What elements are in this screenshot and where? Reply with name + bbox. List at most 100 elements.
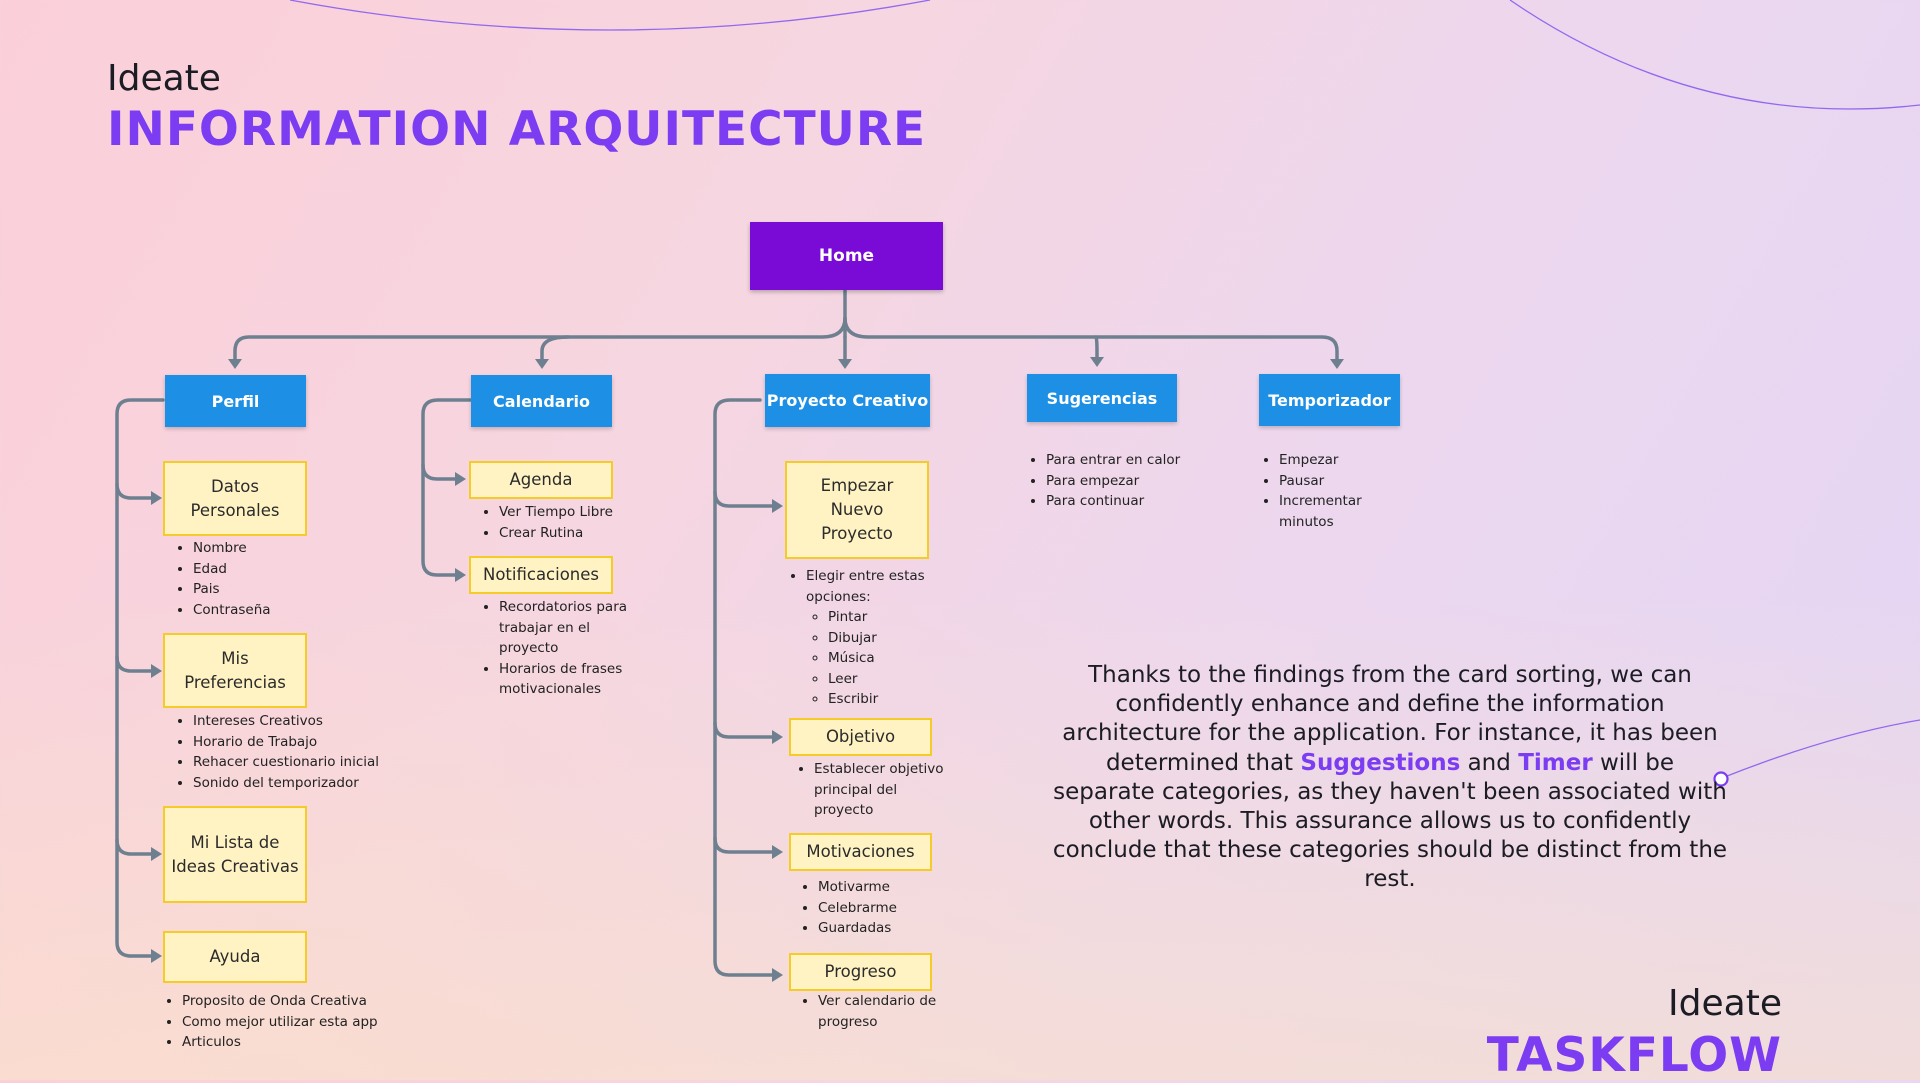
option-item: Escribir xyxy=(828,689,946,710)
list-item: Elegir entre estas opciones: Pintar Dibu… xyxy=(806,566,946,710)
arrowhead xyxy=(838,359,852,369)
link-perfil-datos xyxy=(115,482,154,500)
node-ayuda[interactable]: Ayuda xyxy=(163,931,307,983)
list-item: Motivarme xyxy=(818,877,897,898)
arrowhead xyxy=(151,664,162,678)
arrowhead xyxy=(772,968,783,982)
link-perfil-lista xyxy=(115,838,154,856)
node-objetivo[interactable]: Objetivo xyxy=(789,718,932,756)
arrowhead xyxy=(772,845,783,859)
card-sorting-note: Thanks to the findings from the card sor… xyxy=(1052,661,1728,895)
link-home-temporizador xyxy=(1094,335,1339,362)
list-datos-personales: Nombre Edad Pais Contraseña xyxy=(176,538,271,620)
list-item: Sonido del temporizador xyxy=(193,773,379,794)
node-empezar-nuevo-proyecto[interactable]: Empezar Nuevo Proyecto xyxy=(785,461,929,559)
list-item: Para continuar xyxy=(1046,491,1180,512)
list-item: Establecer objetivo principal del proyec… xyxy=(814,759,949,821)
list-item: Proposito de Onda Creativa xyxy=(182,991,378,1012)
list-mis-preferencias: Intereses Creativos Horario de Trabajo R… xyxy=(176,711,379,793)
link-calendario-rail xyxy=(421,398,472,577)
list-item: Para empezar xyxy=(1046,471,1180,492)
arrowhead xyxy=(535,359,549,369)
arrowhead xyxy=(151,847,162,861)
list-sugerencias: Para entrar en calor Para empezar Para c… xyxy=(1029,450,1180,512)
list-item: Edad xyxy=(193,559,271,580)
node-perfil[interactable]: Perfil xyxy=(165,375,306,427)
link-home-perfil xyxy=(233,316,847,362)
node-calendario[interactable]: Calendario xyxy=(471,375,612,427)
list-progreso: Ver calendario de progreso xyxy=(801,991,948,1032)
link-calendario-agenda xyxy=(421,463,458,481)
arrowhead xyxy=(1330,359,1344,369)
options-list: Pintar Dibujar Música Leer Escribir xyxy=(806,607,946,710)
list-item: Ver Tiempo Libre xyxy=(499,502,613,523)
node-datos-personales[interactable]: Datos Personales xyxy=(163,461,307,536)
option-item: Dibujar xyxy=(828,628,946,649)
option-item: Leer xyxy=(828,669,946,690)
list-item: Pais xyxy=(193,579,271,600)
list-ayuda: Proposito de Onda Creativa Como mejor ut… xyxy=(165,991,378,1053)
link-proyecto-nuevo xyxy=(713,490,775,508)
arrowhead xyxy=(151,491,162,505)
list-item: Incrementar minutos xyxy=(1279,491,1399,532)
list-notificaciones: Recordatorios para trabajar en el proyec… xyxy=(482,597,644,700)
footer-eyebrow: Ideate xyxy=(1668,983,1782,1024)
note-text: Thanks to the findings from the card sor… xyxy=(1062,662,1718,776)
header-eyebrow: Ideate xyxy=(107,58,221,99)
node-motivaciones[interactable]: Motivaciones xyxy=(789,833,932,871)
node-mis-preferencias[interactable]: Mis Preferencias xyxy=(163,633,307,708)
note-highlight-timer: Timer xyxy=(1518,749,1593,776)
arrowhead xyxy=(772,499,783,513)
list-item: Rehacer cuestionario inicial xyxy=(193,752,379,773)
footer-title: TASKFLOW xyxy=(1486,1028,1782,1083)
list-item: Articulos xyxy=(182,1032,378,1053)
link-proyecto-objetivo xyxy=(713,721,775,739)
arrowhead xyxy=(455,568,466,582)
node-temporizador[interactable]: Temporizador xyxy=(1259,374,1400,426)
list-item: Horarios de frases motivacionales xyxy=(499,659,644,700)
node-sugerencias[interactable]: Sugerencias xyxy=(1027,374,1177,422)
list-item: Guardadas xyxy=(818,918,897,939)
node-proyecto-creativo[interactable]: Proyecto Creativo xyxy=(765,374,930,427)
page-title: INFORMATION ARQUITECTURE xyxy=(107,102,927,157)
list-item: Crear Rutina xyxy=(499,523,613,544)
list-motivaciones: Motivarme Celebrarme Guardadas xyxy=(801,877,897,939)
option-item: Pintar xyxy=(828,607,946,628)
arrowhead xyxy=(1090,357,1104,367)
link-perfil-preferencias xyxy=(115,655,154,673)
list-item: Empezar xyxy=(1279,450,1399,471)
list-item: Nombre xyxy=(193,538,271,559)
list-agenda: Ver Tiempo Libre Crear Rutina xyxy=(482,502,613,543)
note-highlight-suggestions: Suggestions xyxy=(1300,749,1461,776)
node-notificaciones[interactable]: Notificaciones xyxy=(469,556,613,594)
node-progreso[interactable]: Progreso xyxy=(789,953,932,991)
node-mi-lista-de-ideas[interactable]: Mi Lista de Ideas Creativas xyxy=(163,806,307,903)
node-agenda[interactable]: Agenda xyxy=(469,461,613,499)
link-home-sugerencias xyxy=(843,316,1099,360)
list-item: Ver calendario de progreso xyxy=(818,991,948,1032)
list-objetivo: Establecer objetivo principal del proyec… xyxy=(797,759,949,821)
list-item: Pausar xyxy=(1279,471,1399,492)
list-item: Para entrar en calor xyxy=(1046,450,1180,471)
arrowhead xyxy=(228,359,242,369)
link-proyecto-motivaciones xyxy=(713,836,775,854)
node-home[interactable]: Home xyxy=(750,222,943,290)
list-item: Intereses Creativos xyxy=(193,711,379,732)
list-item: Celebrarme xyxy=(818,898,897,919)
link-proyecto-rail xyxy=(713,398,775,977)
note-text: and xyxy=(1460,749,1519,776)
option-item: Música xyxy=(828,648,946,669)
list-item-intro: Elegir entre estas opciones: xyxy=(806,568,925,605)
arrowhead xyxy=(772,730,783,744)
arrowhead xyxy=(455,472,466,486)
list-item: Como mejor utilizar esta app xyxy=(182,1012,378,1033)
list-item: Horario de Trabajo xyxy=(193,732,379,753)
note-text: will be separate categories, as they hav… xyxy=(1052,749,1728,893)
list-empezar-nuevo-proyecto: Elegir entre estas opciones: Pintar Dibu… xyxy=(789,566,946,710)
list-item: Contraseña xyxy=(193,600,271,621)
arrowhead xyxy=(151,949,162,963)
list-temporizador: Empezar Pausar Incrementar minutos xyxy=(1262,450,1399,532)
link-perfil-rail xyxy=(115,398,165,958)
link-home-calendario xyxy=(540,335,570,362)
